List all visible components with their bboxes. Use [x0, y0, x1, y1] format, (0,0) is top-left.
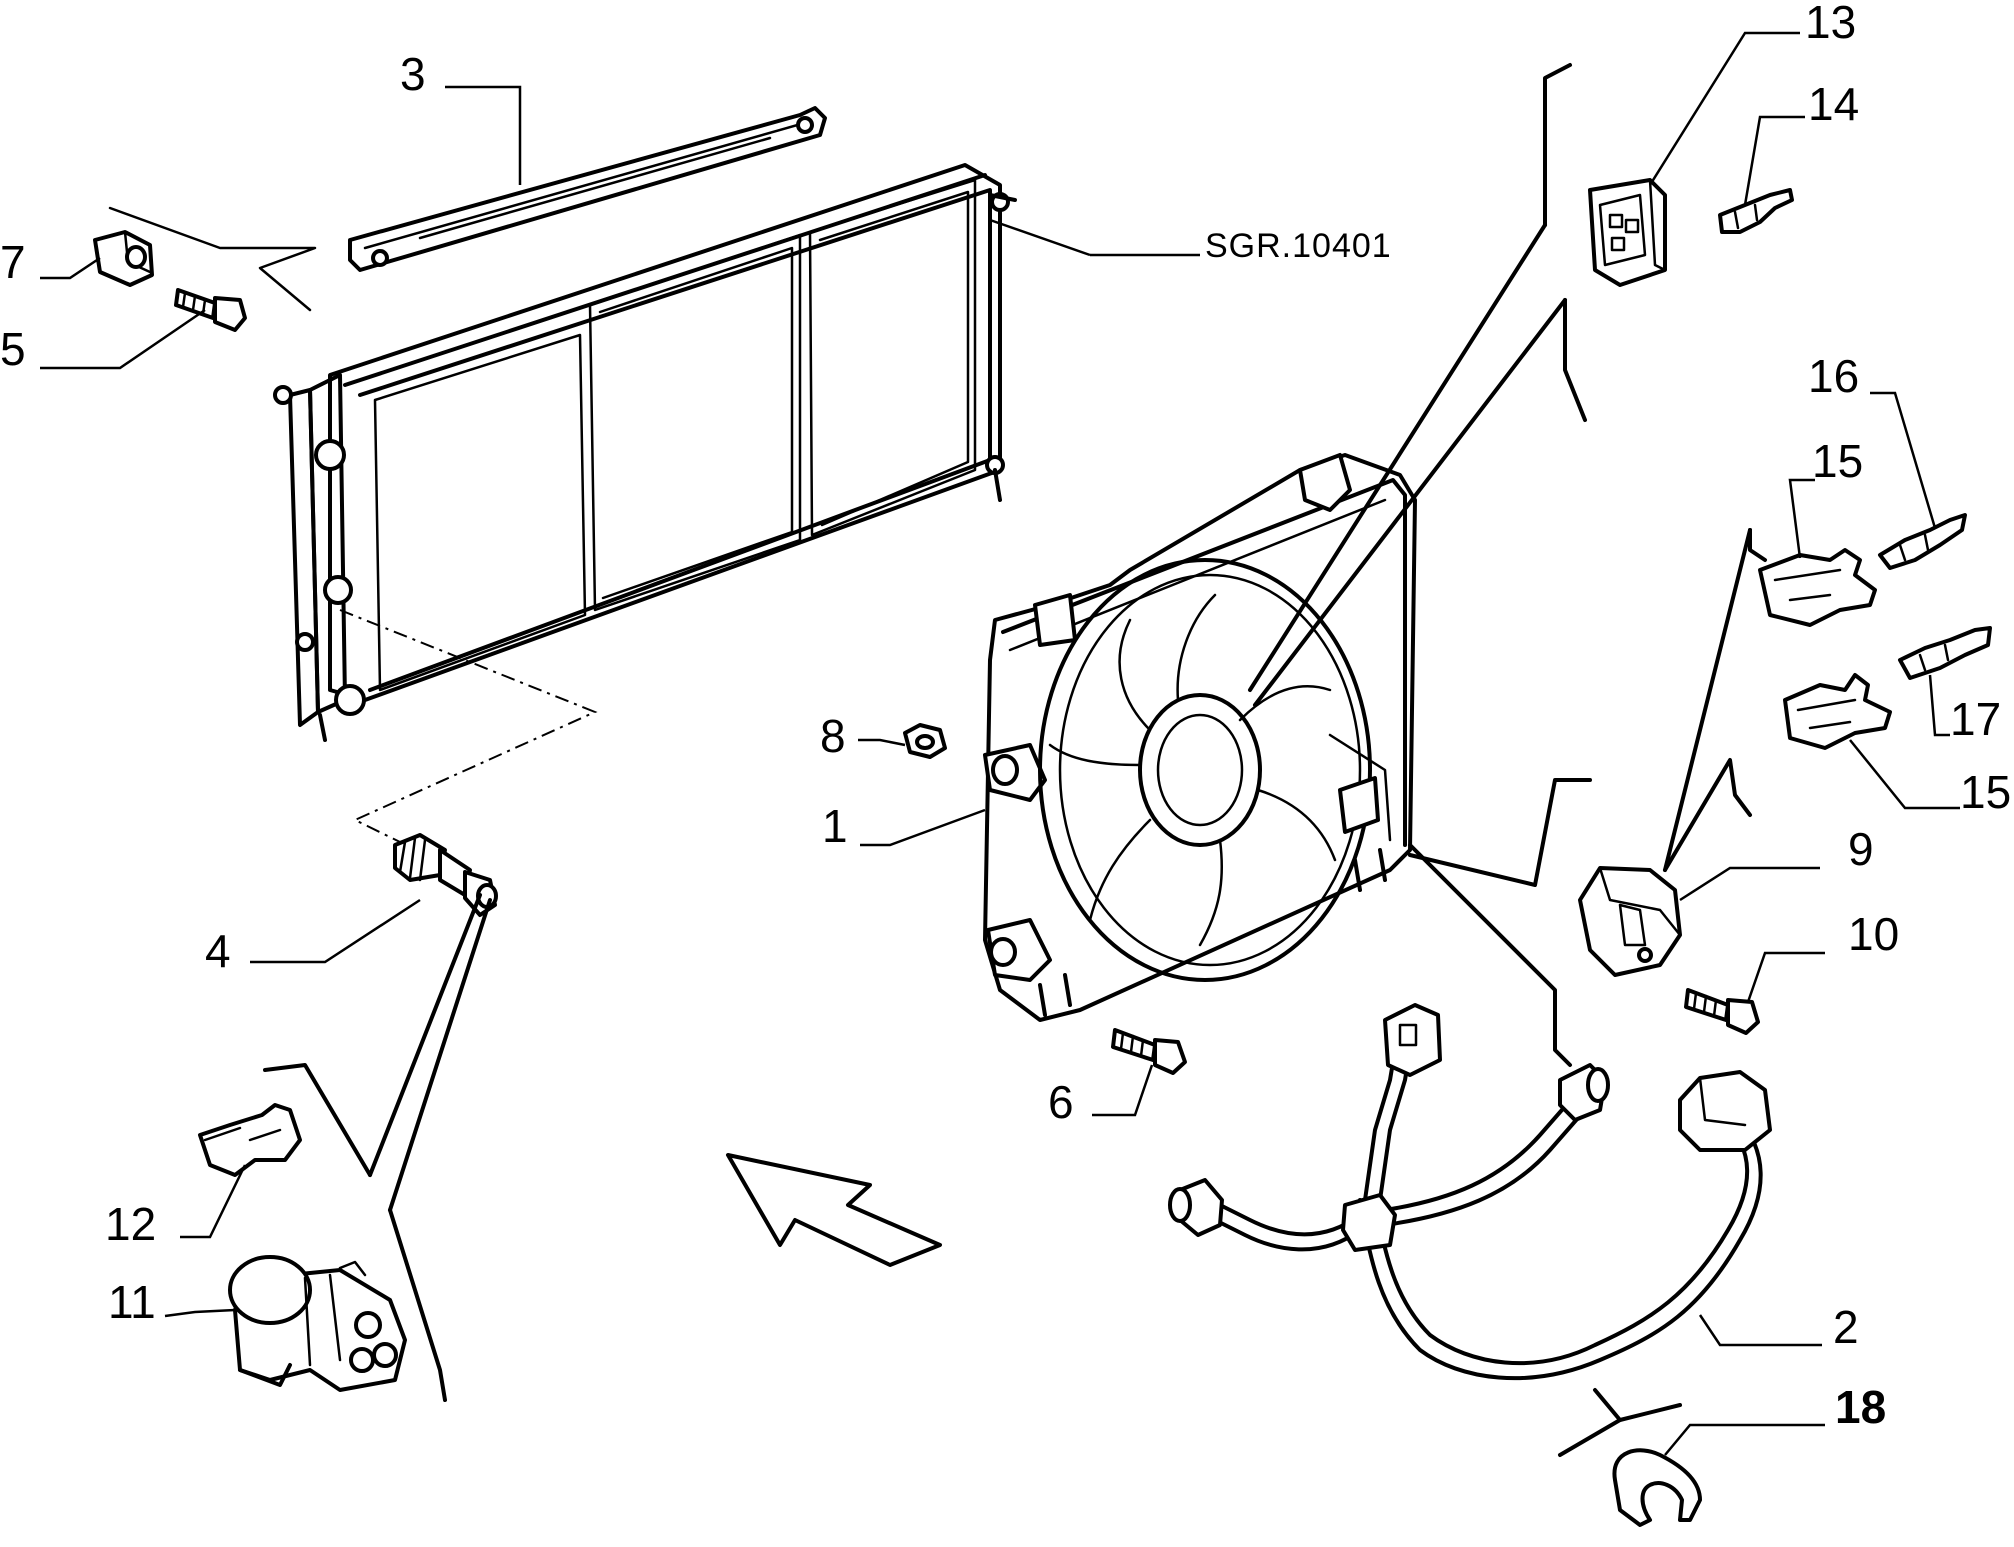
callout-12: 12 — [105, 1198, 156, 1250]
airflow-arrow — [726, 1153, 942, 1267]
callout-7: 7 — [0, 236, 26, 288]
terminal-12 — [198, 1103, 302, 1177]
callout-18: 18 — [1835, 1381, 1886, 1433]
terminal-16 — [1878, 513, 1967, 570]
fan-shroud-1 — [983, 453, 1417, 1022]
callout-2: 2 — [1833, 1301, 1859, 1353]
callout-10: 10 — [1848, 908, 1899, 960]
callout-15-lower: 15 — [1960, 766, 2011, 818]
terminal-14 — [1718, 188, 1794, 234]
thermo-switch-4 — [393, 833, 498, 917]
callout-6: 6 — [1048, 1076, 1074, 1128]
bolt-6 — [1111, 1028, 1187, 1075]
callout-1: 1 — [822, 800, 848, 852]
connector-15-upper — [1758, 548, 1877, 627]
nut-8 — [903, 723, 947, 759]
wiring-harness-2 — [1168, 1003, 1772, 1381]
callout-13: 13 — [1805, 0, 1856, 48]
callout-5: 5 — [0, 323, 26, 375]
radiator — [273, 163, 1017, 742]
resistor-9 — [1578, 866, 1682, 977]
callout-4: 4 — [205, 925, 231, 977]
callout-3: 3 — [400, 48, 426, 100]
reference-code: SGR.10401 — [1205, 227, 1392, 265]
rubber-mount-7 — [93, 230, 154, 287]
clip-18 — [1612, 1448, 1702, 1527]
callout-11: 11 — [108, 1276, 156, 1328]
callout-9: 9 — [1848, 823, 1874, 875]
leader-lines — [40, 31, 1960, 1456]
relay-13 — [1588, 178, 1667, 287]
upper-cross-member — [348, 106, 827, 272]
callout-16: 16 — [1808, 350, 1859, 402]
callout-8: 8 — [820, 710, 846, 762]
connector-11 — [228, 1255, 407, 1392]
terminal-17 — [1898, 626, 1992, 680]
callout-15-upper: 15 — [1812, 435, 1863, 487]
bolt-10 — [1684, 988, 1760, 1035]
callout-14: 14 — [1808, 78, 1859, 130]
callout-17: 17 — [1950, 693, 2001, 745]
connector-15-lower — [1783, 673, 1892, 750]
